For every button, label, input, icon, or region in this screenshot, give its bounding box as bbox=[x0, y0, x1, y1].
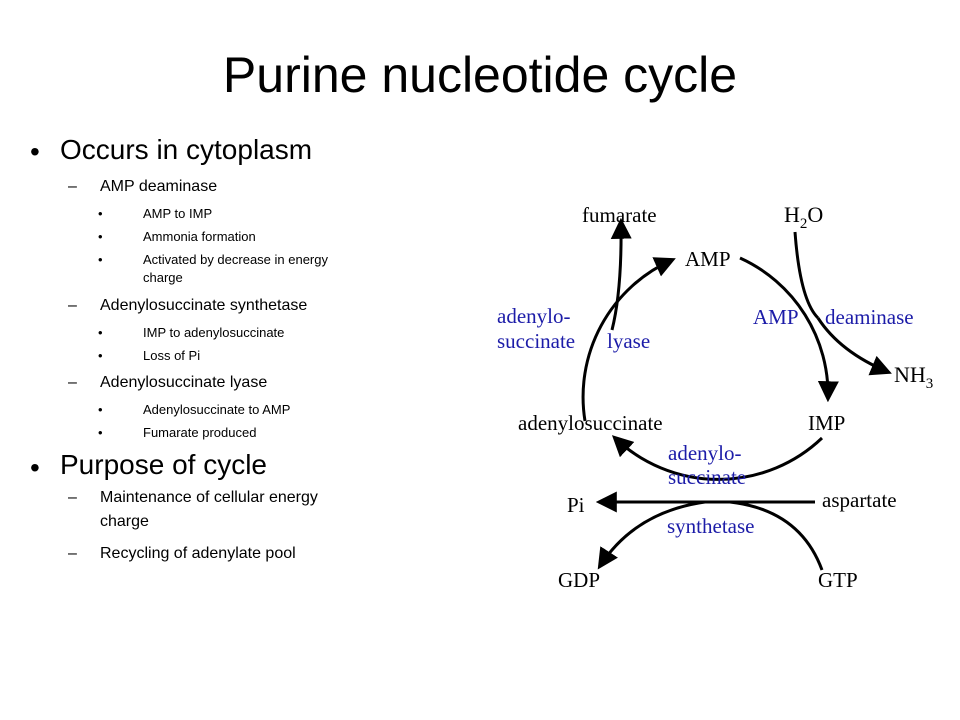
bullet-list: • Occurs in cytoplasm – AMP deaminase • … bbox=[0, 0, 420, 720]
bullet-marker: • bbox=[98, 348, 103, 363]
detail-ammonia-formation: Ammonia formation bbox=[143, 229, 256, 244]
detail-loss-of-pi: Loss of Pi bbox=[143, 348, 201, 363]
dash-marker: – bbox=[68, 545, 77, 562]
enzyme-lyase-word: lyase bbox=[607, 329, 650, 353]
enzyme-deaminase-word: deaminase bbox=[825, 305, 914, 329]
cycle-arc-lyase bbox=[581, 257, 676, 422]
label-adenylosuccinate: adenylosuccinate bbox=[518, 411, 663, 435]
bullet-marker: • bbox=[30, 136, 40, 167]
dash-marker: – bbox=[68, 178, 77, 195]
label-fumarate: fumarate bbox=[582, 203, 657, 227]
bullet-marker: • bbox=[98, 425, 103, 440]
label-gtp: GTP bbox=[818, 568, 858, 592]
bullet-marker: • bbox=[98, 402, 103, 417]
dash-marker: – bbox=[68, 489, 77, 506]
arrow-fumarate-out bbox=[610, 217, 632, 331]
subbullet-adenylosuccinate-synthetase: Adenylosuccinate synthetase bbox=[100, 297, 308, 314]
label-imp: IMP bbox=[808, 411, 845, 435]
detail-amp-to-imp: AMP to IMP bbox=[143, 206, 213, 221]
subbullet-recycling: Recycling of adenylate pool bbox=[100, 545, 296, 562]
enzyme-lyase-line1: adenylo- bbox=[497, 304, 570, 328]
subbullet-maintenance-cont: charge bbox=[100, 513, 149, 530]
cycle-diagram: fumarate H2O AMP NH3 IMP adenylosuccinat… bbox=[497, 202, 933, 592]
bullet-marker: • bbox=[98, 325, 103, 340]
bullet-occurs-in-cytoplasm: Occurs in cytoplasm bbox=[60, 134, 313, 165]
bullet-marker: • bbox=[98, 206, 103, 221]
enzyme-synthetase-line1: adenylo- bbox=[668, 441, 741, 465]
label-amp: AMP bbox=[685, 247, 731, 271]
arrow-gdp-out bbox=[597, 500, 706, 570]
arrow-h2o-in bbox=[793, 231, 820, 320]
subbullet-adenylosuccinate-lyase: Adenylosuccinate lyase bbox=[100, 374, 268, 391]
subbullet-maintenance: Maintenance of cellular energy bbox=[100, 489, 318, 506]
subbullet-amp-deaminase: AMP deaminase bbox=[100, 178, 218, 195]
arrow-gtp-in bbox=[729, 500, 824, 571]
enzyme-synthetase-line2: succinate bbox=[668, 465, 746, 489]
label-gdp: GDP bbox=[558, 568, 600, 592]
detail-activated-by-decrease: Activated by decrease in energy bbox=[143, 252, 328, 267]
bullet-marker: • bbox=[30, 452, 40, 483]
detail-activated-by-decrease-cont: charge bbox=[143, 270, 183, 285]
enzyme-synthetase-word: synthetase bbox=[667, 514, 754, 538]
dash-marker: – bbox=[68, 374, 77, 391]
enzyme-deaminase-amp: AMP bbox=[753, 305, 799, 329]
arrow-nh3-out bbox=[816, 317, 892, 376]
detail-adenylosuccinate-to-amp: Adenylosuccinate to AMP bbox=[143, 402, 291, 417]
label-pi: Pi bbox=[567, 493, 585, 517]
label-aspartate: aspartate bbox=[822, 488, 897, 512]
enzyme-lyase-line2: succinate bbox=[497, 329, 575, 353]
label-h2o: H2O bbox=[784, 202, 823, 232]
slide-title: Purine nucleotide cycle bbox=[222, 47, 738, 103]
cycle-arc-synthetase bbox=[611, 435, 824, 481]
detail-fumarate-produced: Fumarate produced bbox=[143, 425, 257, 440]
label-nh3: NH3 bbox=[894, 362, 933, 392]
bullet-marker: • bbox=[98, 252, 103, 267]
dash-marker: – bbox=[68, 297, 77, 314]
detail-imp-to-adenylosuccinate: IMP to adenylosuccinate bbox=[143, 325, 285, 340]
cycle-arc-deaminase bbox=[739, 256, 839, 403]
bullet-purpose-of-cycle: Purpose of cycle bbox=[60, 449, 267, 480]
bullet-marker: • bbox=[98, 229, 103, 244]
